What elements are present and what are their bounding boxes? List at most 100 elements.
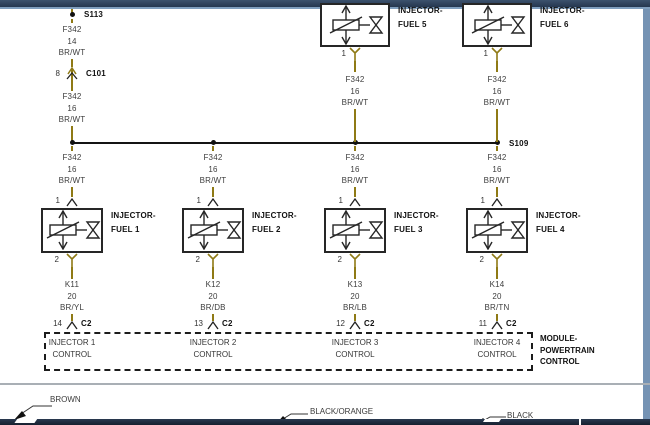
connector-label-c2: C2 (506, 319, 517, 328)
module-label: MODULE- POWERTRAIN CONTROL (540, 334, 595, 366)
wire-segment (212, 146, 214, 151)
pin-number: 1 (338, 196, 343, 205)
pin-number: 1 (196, 196, 201, 205)
wire-segment (354, 146, 356, 151)
wire-label: F342 14 BR/WT (58, 25, 86, 57)
connector-c101-icon (66, 67, 78, 84)
wire-segment (71, 146, 73, 151)
connector-fork-icon (349, 253, 361, 268)
pin-number: 2 (54, 255, 59, 264)
control-label: INJECTOR 4 CONTROL (473, 338, 521, 359)
connector-chevron-icon (66, 198, 78, 207)
connector-fork-icon (491, 47, 503, 62)
pin-number: 12 (336, 319, 345, 328)
pin-number: 2 (337, 255, 342, 264)
connector-label-c2: C2 (364, 319, 375, 328)
injector-3-label-line2: FUEL 3 (394, 225, 423, 234)
injector-2-label-line2: FUEL 2 (252, 225, 281, 234)
wire-segment (354, 187, 356, 197)
injector-symbol-icon (46, 210, 100, 250)
connector-chevron-icon (66, 321, 78, 330)
wire-segment (71, 187, 73, 197)
connector-chevron-icon (207, 198, 219, 207)
pin-number: 1 (341, 49, 346, 58)
legend-brown-label: BROWN (50, 395, 81, 404)
section-divider (0, 383, 650, 385)
injector-symbol-icon (471, 210, 525, 250)
connector-chevron-icon (349, 198, 361, 207)
wire-label: K14 20 BR/TN (484, 280, 510, 312)
wire-segment (212, 314, 214, 321)
wire-segment (71, 314, 73, 321)
injector-2-label-line1: INJECTOR- (252, 211, 297, 220)
connector-chevron-icon (491, 198, 503, 207)
wire-label: F342 16 BR/WT (199, 153, 227, 185)
wire-segment (496, 314, 498, 321)
pin-number: 11 (478, 319, 487, 328)
pin-number: 2 (479, 255, 484, 264)
injector-4-label-line1: INJECTOR- (536, 211, 581, 220)
connector-fork-icon (66, 253, 78, 268)
legend-black-orange-label: BLACK/ORANGE (310, 407, 374, 416)
injector-6-label-line2: FUEL 6 (540, 20, 569, 29)
wire-segment (71, 19, 73, 23)
wire-segment (212, 187, 214, 197)
connector-label-c2: C2 (81, 319, 92, 328)
wire-segment (354, 314, 356, 321)
injector-5-label-line2: FUEL 5 (398, 20, 427, 29)
harness-bar-notch (482, 419, 502, 422)
wire-label: F342 16 BR/WT (58, 92, 86, 124)
control-label: INJECTOR 3 CONTROL (331, 338, 379, 359)
wire-segment (496, 187, 498, 197)
wire-label: F342 16 BR/WT (483, 153, 511, 185)
junction-dot (353, 140, 358, 145)
wire-segment (354, 267, 356, 279)
wire-segment (71, 59, 73, 67)
control-label: INJECTOR 2 CONTROL (189, 338, 237, 359)
injector-4-label-line2: FUEL 4 (536, 225, 565, 234)
pin-number: 14 (53, 319, 62, 328)
injector-symbol-icon (471, 5, 525, 45)
injector-5-label-line1: INJECTOR- (398, 6, 443, 15)
harness-bar-notch (14, 419, 38, 423)
connector-label-c2: C2 (222, 319, 233, 328)
connector-fork-icon (349, 47, 361, 62)
wire-segment (71, 267, 73, 279)
connector-fork-icon (207, 253, 219, 268)
wire-segment (71, 126, 73, 142)
wire-segment (71, 9, 73, 13)
pin-number: 8 (55, 69, 60, 78)
injector-6-label-line1: INJECTOR- (540, 6, 585, 15)
wire-segment (212, 267, 214, 279)
pin-number: 1 (480, 196, 485, 205)
splice-label-s109: S109 (509, 139, 529, 148)
pin-number: 1 (55, 196, 60, 205)
wire-label: K11 20 BR/YL (59, 280, 85, 312)
wire-segment (354, 109, 356, 142)
control-label: INJECTOR 1 CONTROL (48, 338, 96, 359)
wire-label: K13 20 BR/LB (342, 280, 368, 312)
pcm-dashed-box (44, 332, 533, 371)
pin-number: 1 (483, 49, 488, 58)
injector-fuel-4-box (466, 208, 528, 253)
junction-dot (211, 140, 216, 145)
wire-label: F342 16 BR/WT (341, 153, 369, 185)
bus-wire (72, 142, 497, 144)
injector-fuel-5-box (320, 3, 390, 47)
injector-fuel-2-box (182, 208, 244, 253)
splice-label-s113: S113 (84, 10, 104, 19)
injector-1-label-line2: FUEL 1 (111, 225, 140, 234)
harness-bar (0, 419, 650, 425)
right-accent-strip (643, 9, 650, 419)
wire-label: F342 16 BR/WT (58, 153, 86, 185)
injector-symbol-icon (187, 210, 241, 250)
injector-symbol-icon (329, 5, 383, 45)
splice-dot-s113 (70, 12, 75, 17)
wire-segment (71, 84, 73, 91)
splice-dot-s109 (495, 140, 500, 145)
wire-segment (496, 267, 498, 279)
connector-chevron-icon (207, 321, 219, 330)
connector-chevron-icon (491, 321, 503, 330)
wire-label: K12 20 BR/DB (200, 280, 226, 312)
